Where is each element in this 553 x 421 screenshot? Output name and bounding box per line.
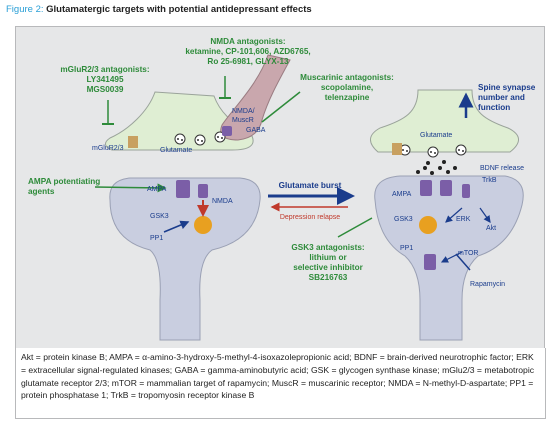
figure-title: Glutamatergic targets with potential ant…: [46, 4, 312, 15]
right-receptor-mtor: [424, 254, 436, 270]
right-trkb-receptor: [462, 184, 470, 198]
right-erk-arrow: [445, 207, 463, 223]
right-mglur-receptor: [392, 143, 402, 155]
mglur23-label: mGluR2/3: [92, 145, 124, 152]
rapamycin-label: Rapamycin: [470, 281, 505, 288]
left-signal-node: [194, 216, 212, 234]
left-nmda-muscr-receptor: [222, 126, 232, 136]
right-ampa-receptor: [420, 180, 432, 196]
gaba-label: GABA: [246, 127, 266, 134]
akt-label: Akt: [486, 225, 496, 232]
left-gaba-terminal: [220, 54, 291, 141]
muscarinic-antagonists-title: Muscarinic antagonists:: [300, 73, 394, 82]
left-postsynaptic-spine: [109, 177, 261, 341]
right-signal-node: [419, 216, 437, 234]
right-mtor-arrow: [440, 251, 463, 263]
right-vesicles: [399, 144, 467, 158]
figure-label: Figure 2:: [6, 4, 44, 15]
glutamate-burst-label: Glutamate burst: [279, 181, 342, 190]
left-nmda-receptor: [198, 184, 208, 198]
gsk3-antagonists-title: GSK3 antagonists:: [291, 243, 364, 252]
muscarinic-inhibit-line: [261, 91, 301, 123]
nmda-label-left: NMDA: [212, 198, 233, 205]
ampa-label-left: AMPA: [147, 186, 167, 193]
right-presynaptic-terminal: [370, 89, 519, 153]
right-glutamate-release: [416, 160, 457, 175]
nmda-antagonists-line1: ketamine, CP-101,606, AZD6765,: [185, 47, 310, 56]
glutamate-label-left: Glutamate: [160, 147, 192, 154]
erk-label: ERK: [456, 216, 471, 223]
rapamycin-inhibit-line: [455, 253, 471, 271]
nmda-muscr-label-2: MuscR: [232, 117, 254, 124]
spine-synapse-line2: number and: [478, 93, 525, 102]
pp1-label-left: PP1: [150, 235, 163, 242]
ampa-label-right: AMPA: [392, 191, 412, 198]
ampa-potentiating-arrow: [94, 183, 167, 193]
depression-relapse-label: Depression relapse: [280, 214, 340, 221]
left-pp1-arrow: [163, 220, 190, 233]
pp1-label-right: PP1: [400, 245, 413, 252]
nmda-antagonists-title: NMDA antagonists:: [210, 37, 285, 46]
ampa-potentiating-line1: AMPA potentiating: [28, 177, 100, 186]
right-receptor-2: [440, 180, 452, 196]
spine-synapse-line3: function: [478, 103, 510, 112]
bdnf-release-label: BDNF release: [480, 165, 524, 172]
mglur-antagonists-line2: MGS0039: [87, 85, 124, 94]
glutamate-label-right: Glutamate: [420, 132, 452, 139]
gsk3-inhibit-line: [337, 217, 373, 238]
mglur-antagonists-title: mGluR2/3 antagonists:: [60, 65, 149, 74]
mglur-antagonists-line1: LY341495: [86, 75, 123, 84]
abbreviations-legend: Akt = protein kinase B; AMPA = α-amino-3…: [15, 348, 546, 419]
spine-synapse-line1: Spine synapse: [478, 83, 536, 92]
nmda-antagonists-line2: Ro 25-6981, GLYX-13: [207, 57, 289, 66]
ampa-potentiating-line2: agents: [28, 187, 55, 196]
left-ampa-receptor: [176, 180, 190, 198]
gsk3-antagonists-line1: lithium or: [309, 253, 347, 262]
figure-caption: Figure 2: Glutamatergic targets with pot…: [6, 4, 312, 15]
gsk3-label-left: GSK3: [150, 213, 169, 220]
right-akt-arrow: [479, 207, 491, 223]
muscarinic-antagonists-line2: telenzapine: [325, 93, 370, 102]
gsk3-antagonists-line3: SB216763: [309, 273, 348, 282]
muscarinic-antagonists-line1: scopolamine,: [321, 83, 373, 92]
gsk3-label-right: GSK3: [394, 216, 413, 223]
mtor-label: mTOR: [458, 250, 478, 257]
left-mglur-receptor: [128, 136, 138, 148]
gsk3-antagonists-line2: selective inhibitor: [293, 263, 363, 272]
trkb-label: TrkB: [482, 177, 497, 184]
nmda-muscr-label-1: NMDA/: [232, 108, 255, 115]
